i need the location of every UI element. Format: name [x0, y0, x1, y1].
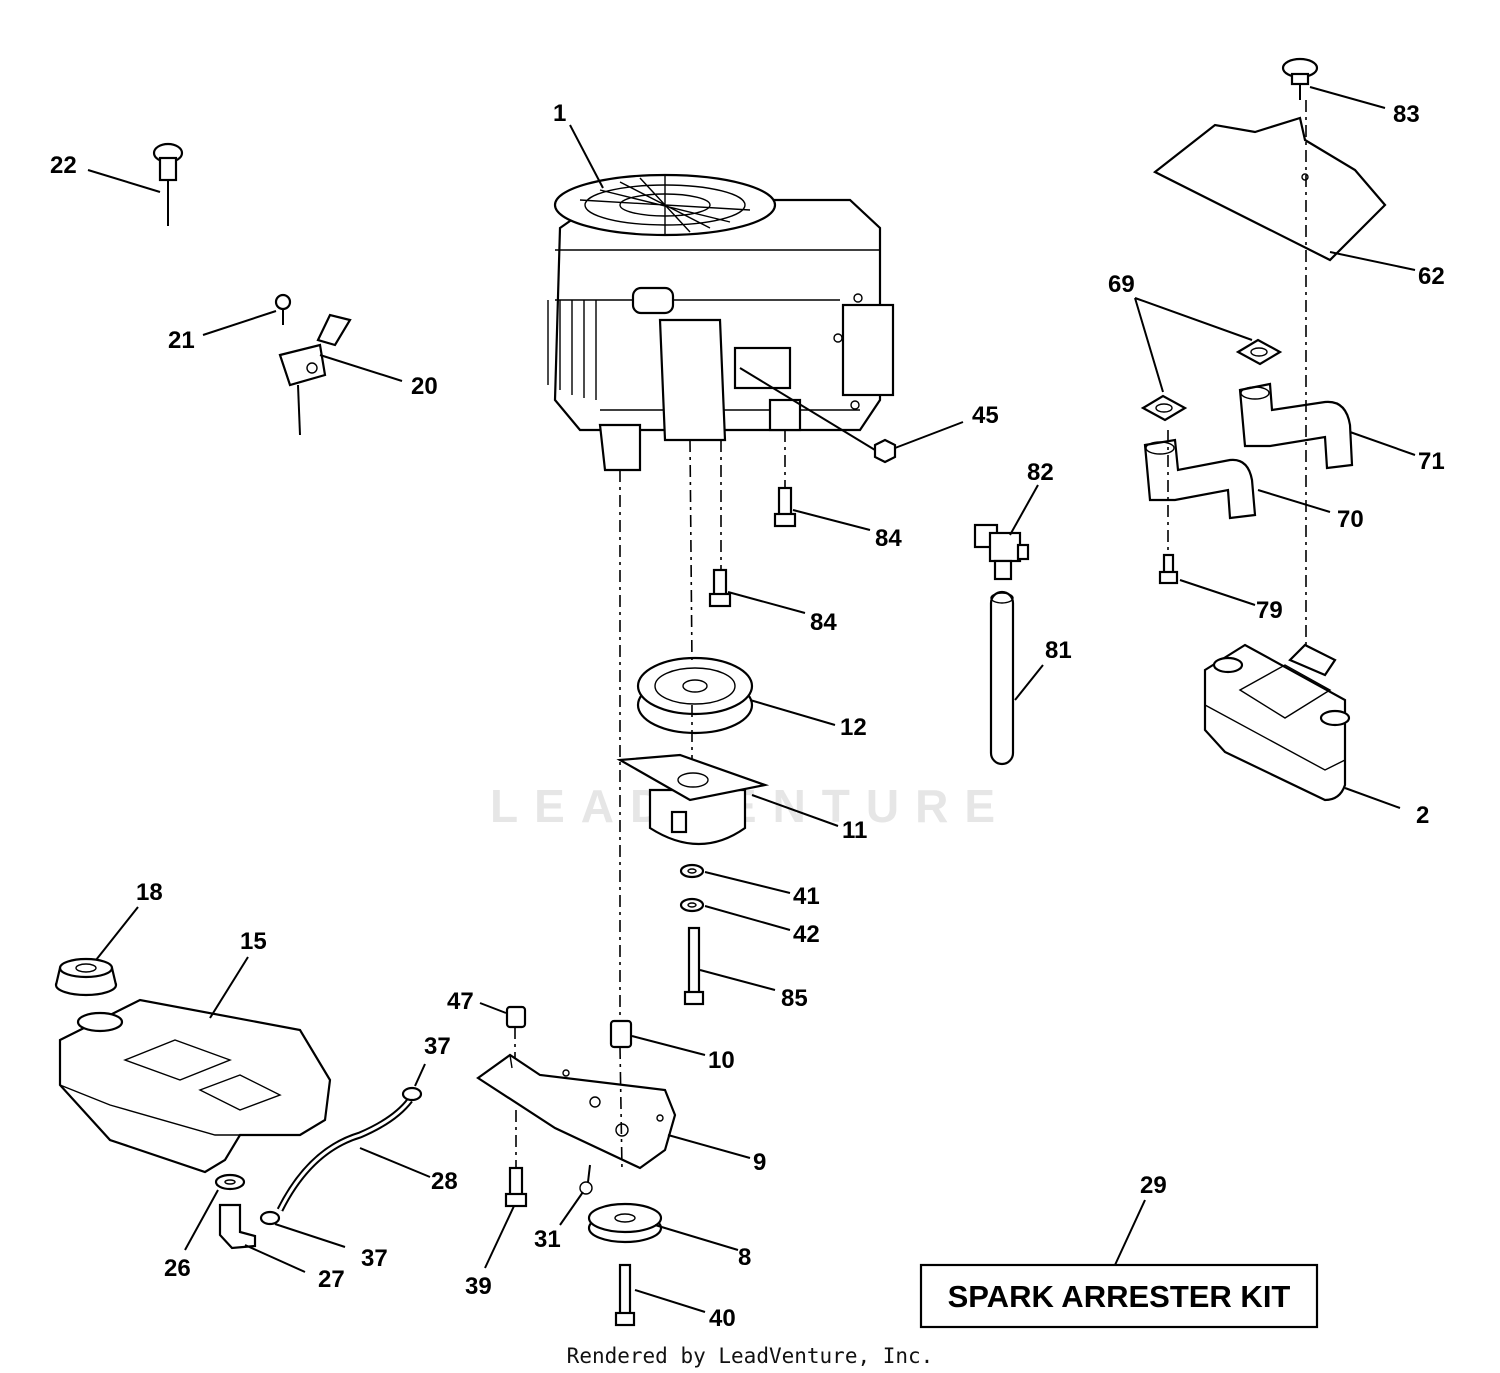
gasket-part-69-right[interactable] [1235, 338, 1283, 366]
label-part-79[interactable]: 79 [1256, 597, 1283, 624]
pulley-part-12[interactable] [636, 656, 754, 735]
bolt-part-84-lower[interactable] [708, 568, 732, 608]
label-part-85[interactable]: 85 [781, 985, 808, 1012]
label-part-84-upper[interactable]: 84 [875, 525, 902, 552]
label-part-2[interactable]: 2 [1416, 802, 1429, 829]
fuel-tank-part-15[interactable] [58, 998, 332, 1174]
label-part-69[interactable]: 69 [1108, 271, 1135, 298]
clamp-part-37-lower[interactable] [259, 1210, 281, 1226]
spark-arrester-kit-box[interactable]: SPARK ARRESTER KIT [919, 1263, 1319, 1329]
label-part-31[interactable]: 31 [534, 1226, 561, 1253]
hook-part-31[interactable] [579, 1164, 593, 1195]
label-part-10[interactable]: 10 [708, 1047, 735, 1074]
label-part-37-upper[interactable]: 37 [424, 1033, 451, 1060]
label-part-82[interactable]: 82 [1027, 459, 1054, 486]
washer-part-41[interactable] [679, 863, 705, 879]
throttle-control-part-20[interactable] [278, 313, 352, 436]
screw-part-21[interactable] [274, 293, 292, 325]
heat-shield-part-62[interactable] [1152, 116, 1387, 262]
label-part-29[interactable]: 29 [1140, 1172, 1167, 1199]
label-part-62[interactable]: 62 [1418, 263, 1445, 290]
label-part-20[interactable]: 20 [411, 373, 438, 400]
label-part-22[interactable]: 22 [50, 152, 77, 179]
label-part-41[interactable]: 41 [793, 883, 820, 910]
exhaust-pipe-part-70[interactable] [1143, 438, 1257, 520]
muffler-part-2[interactable] [1203, 643, 1351, 802]
label-part-9[interactable]: 9 [753, 1149, 766, 1176]
fuel-cap-part-18[interactable] [54, 957, 118, 997]
idler-pulley-part-8[interactable] [587, 1202, 663, 1244]
clamp-part-37-upper[interactable] [401, 1086, 423, 1102]
spacer-part-10[interactable] [609, 1019, 633, 1049]
bolt-part-84-upper[interactable] [773, 486, 797, 528]
part-labels: 1 22 21 20 45 84 84 12 11 41 42 85 10 47… [50, 100, 1445, 1332]
bolt-part-40[interactable] [614, 1263, 636, 1327]
label-part-11[interactable]: 11 [842, 817, 867, 844]
bolt-part-39[interactable] [504, 1166, 528, 1208]
knob-part-22[interactable] [152, 142, 184, 226]
label-part-39[interactable]: 39 [465, 1273, 492, 1300]
label-part-47[interactable]: 47 [447, 988, 474, 1015]
label-part-81[interactable]: 81 [1045, 637, 1072, 664]
exhaust-pipe-part-71[interactable] [1238, 382, 1354, 470]
fuel-line-part-81[interactable] [989, 590, 1015, 766]
label-part-70[interactable]: 70 [1337, 506, 1364, 533]
label-part-28[interactable]: 28 [431, 1168, 458, 1195]
label-part-12[interactable]: 12 [840, 714, 867, 741]
label-part-40[interactable]: 40 [709, 1305, 736, 1332]
label-part-18[interactable]: 18 [136, 879, 163, 906]
valve-part-82[interactable] [973, 523, 1030, 581]
label-part-21[interactable]: 21 [168, 327, 195, 354]
nut-part-45[interactable] [873, 438, 897, 464]
washer-part-42[interactable] [679, 897, 705, 913]
credit-line: Rendered by LeadVenture, Inc. [567, 1344, 934, 1368]
label-part-45[interactable]: 45 [972, 402, 999, 429]
bushing-part-26[interactable] [214, 1173, 246, 1191]
fitting-part-27[interactable] [218, 1203, 257, 1250]
knob-part-83[interactable] [1281, 57, 1319, 100]
leader-lines [87, 86, 1416, 1313]
label-part-42[interactable]: 42 [793, 921, 820, 948]
label-part-27[interactable]: 27 [318, 1266, 345, 1293]
clutch-part-11[interactable] [616, 753, 770, 845]
label-part-84-lower[interactable]: 84 [810, 609, 837, 636]
spacer-part-47[interactable] [505, 1005, 527, 1029]
gasket-part-69-left[interactable] [1140, 394, 1188, 422]
assembly-lines [514, 100, 1307, 1171]
label-part-37-lower[interactable]: 37 [361, 1245, 388, 1272]
engine-part-1[interactable] [547, 173, 895, 472]
fuel-hose-part-28[interactable] [276, 1097, 413, 1212]
label-part-8[interactable]: 8 [738, 1244, 751, 1271]
bolt-part-85[interactable] [683, 926, 705, 1006]
screw-part-79[interactable] [1158, 553, 1179, 585]
label-part-83[interactable]: 83 [1393, 101, 1420, 128]
label-part-15[interactable]: 15 [240, 928, 267, 955]
spark-arrester-kit-label: SPARK ARRESTER KIT [948, 1279, 1291, 1314]
label-part-1[interactable]: 1 [553, 100, 566, 127]
bracket-part-9[interactable] [476, 1053, 677, 1170]
label-part-71[interactable]: 71 [1418, 448, 1445, 475]
label-part-26[interactable]: 26 [164, 1255, 191, 1282]
